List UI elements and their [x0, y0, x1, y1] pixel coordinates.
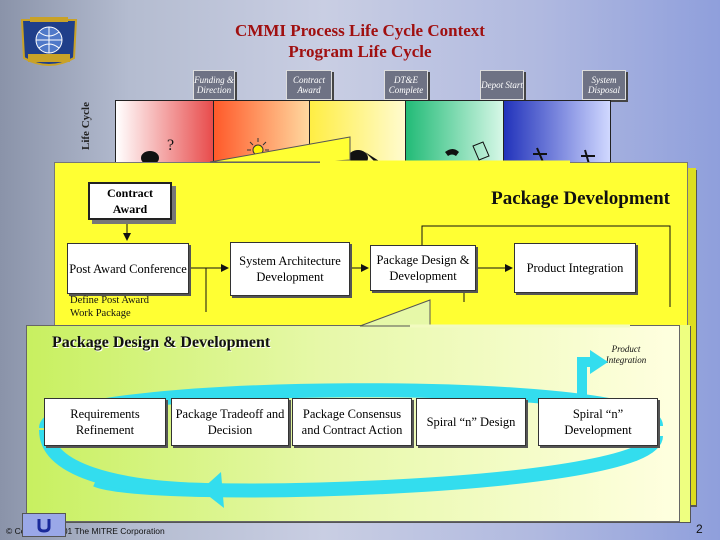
package-tradeoff-box: Package Tradeoff and Decision	[171, 398, 289, 446]
tools-icon	[533, 147, 595, 165]
product-integration-note: Product Integration	[605, 344, 647, 365]
post-award-conference-box: Post Award Conference	[67, 243, 189, 294]
milestone-system-disposal: System Disposal	[582, 70, 626, 100]
package-design-development-heading: Package Design & Development	[52, 334, 271, 351]
package-development-heading: Package Development	[491, 188, 670, 209]
panel-notch	[209, 136, 570, 164]
copyright-footer: © Copyright 2001 The MITRE Corporation	[6, 526, 165, 536]
spiral-development-box: Spiral “n” Development	[538, 398, 658, 446]
organization-logo	[14, 14, 84, 70]
side-label: Life Cycle	[80, 102, 92, 150]
requirements-refinement-box: Requirements Refinement	[44, 398, 166, 446]
milestone-dte-complete: DT&E Complete	[384, 70, 428, 100]
svg-text:?: ?	[167, 137, 174, 154]
upper-connectors	[123, 219, 671, 312]
spiral-design-box: Spiral “n” Design	[416, 398, 526, 446]
milestone-depot-start: Depot Start	[480, 70, 524, 100]
page-number: 2	[696, 522, 703, 536]
telephone-icon	[445, 141, 490, 161]
milestone-funding-direction: Funding & Direction	[193, 70, 235, 100]
return-arrow-icon	[37, 519, 51, 533]
system-architecture-box: System Architecture Development	[230, 242, 350, 296]
product-integration-box: Product Integration	[514, 243, 636, 293]
package-design-box: Package Design & Development	[370, 245, 476, 291]
contract-award-box: Contract Award	[88, 182, 172, 220]
milestone-contract-award: Contract Award	[286, 70, 332, 100]
package-consensus-box: Package Consensus and Contract Action	[292, 398, 412, 446]
define-note-line1: Define Post Award	[70, 295, 149, 306]
return-button[interactable]	[22, 513, 66, 537]
define-note-line2: Work Package	[70, 308, 131, 319]
slide-title: CMMI Process Life Cycle Context	[235, 21, 485, 40]
lower-panel-notch	[359, 299, 630, 328]
slide-subtitle: Program Life Cycle	[288, 42, 432, 61]
